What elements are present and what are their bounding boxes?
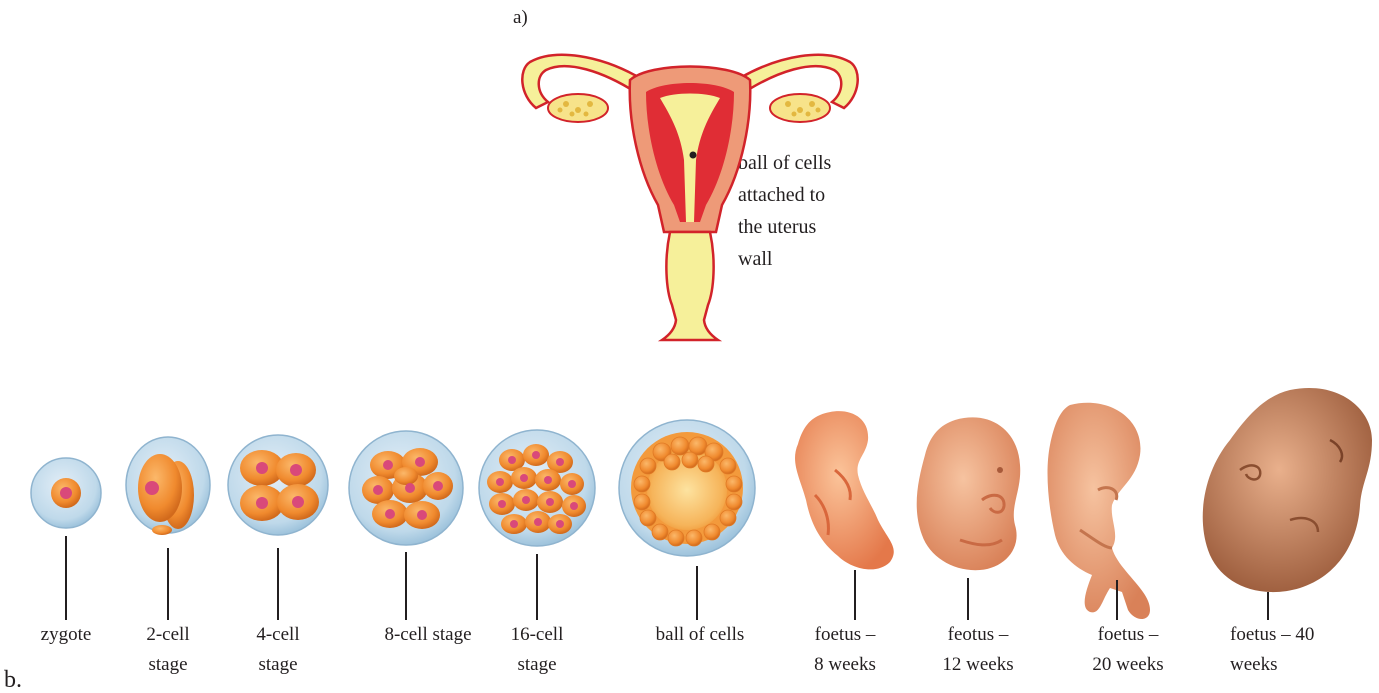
ball-of-cells-illustration: [619, 420, 755, 556]
stage-label-foetus-20-weeks: foetus – 20 weeks: [1078, 620, 1178, 680]
foetus-8-weeks-illustration: [795, 411, 894, 569]
stage-label-line: stage: [128, 650, 208, 680]
stage-label-line: foetus –: [1078, 620, 1178, 650]
sixteen-cell-illustration: [479, 430, 595, 546]
stage-label-foetus-8-weeks: foetus – 8 weeks: [800, 620, 890, 680]
foetus-40-weeks-illustration: [1203, 388, 1372, 592]
stage-label-4-cell: 4-cell stage: [240, 620, 316, 680]
stage-label-line: foetus –: [800, 620, 890, 650]
stage-label-16-cell: 16-cell stage: [492, 620, 582, 680]
stage-label-2-cell: 2-cell stage: [128, 620, 208, 680]
uterus-illustration: [522, 55, 857, 340]
implanted-ball-of-cells: [690, 152, 697, 159]
stage-label-line: zygote: [30, 620, 102, 650]
stage-label-foetus-40-weeks: foetus – 40 weeks: [1230, 620, 1370, 680]
foetus-20-weeks-illustration: [1048, 403, 1150, 619]
four-cell-illustration: [228, 435, 328, 535]
zygote-illustration: [31, 458, 101, 528]
stage-label-line: 8-cell stage: [372, 620, 484, 650]
stage-label-line: 16-cell: [492, 620, 582, 650]
stage-label-line: 4-cell: [240, 620, 316, 650]
stage-label-line: stage: [492, 650, 582, 680]
stage-label-line: weeks: [1230, 650, 1370, 680]
two-cell-illustration: [126, 437, 210, 535]
stage-label-line: foetus – 40: [1230, 620, 1370, 650]
stage-label-line: stage: [240, 650, 316, 680]
stage-label-line: 2-cell: [128, 620, 208, 650]
foetus-12-weeks-illustration: [917, 417, 1021, 570]
stage-label-ball-of-cells: ball of cells: [640, 620, 760, 650]
eight-cell-illustration: [349, 431, 463, 545]
stage-label-8-cell: 8-cell stage: [372, 620, 484, 650]
stage-label-zygote: zygote: [30, 620, 102, 650]
stage-label-line: ball of cells: [640, 620, 760, 650]
stage-label-line: 8 weeks: [800, 650, 890, 680]
stage-label-line: 12 weeks: [928, 650, 1028, 680]
stage-label-line: feotus –: [928, 620, 1028, 650]
cervix-vagina: [662, 232, 718, 340]
stage-label-feotus-12-weeks: feotus – 12 weeks: [928, 620, 1028, 680]
stage-label-line: 20 weeks: [1078, 650, 1178, 680]
